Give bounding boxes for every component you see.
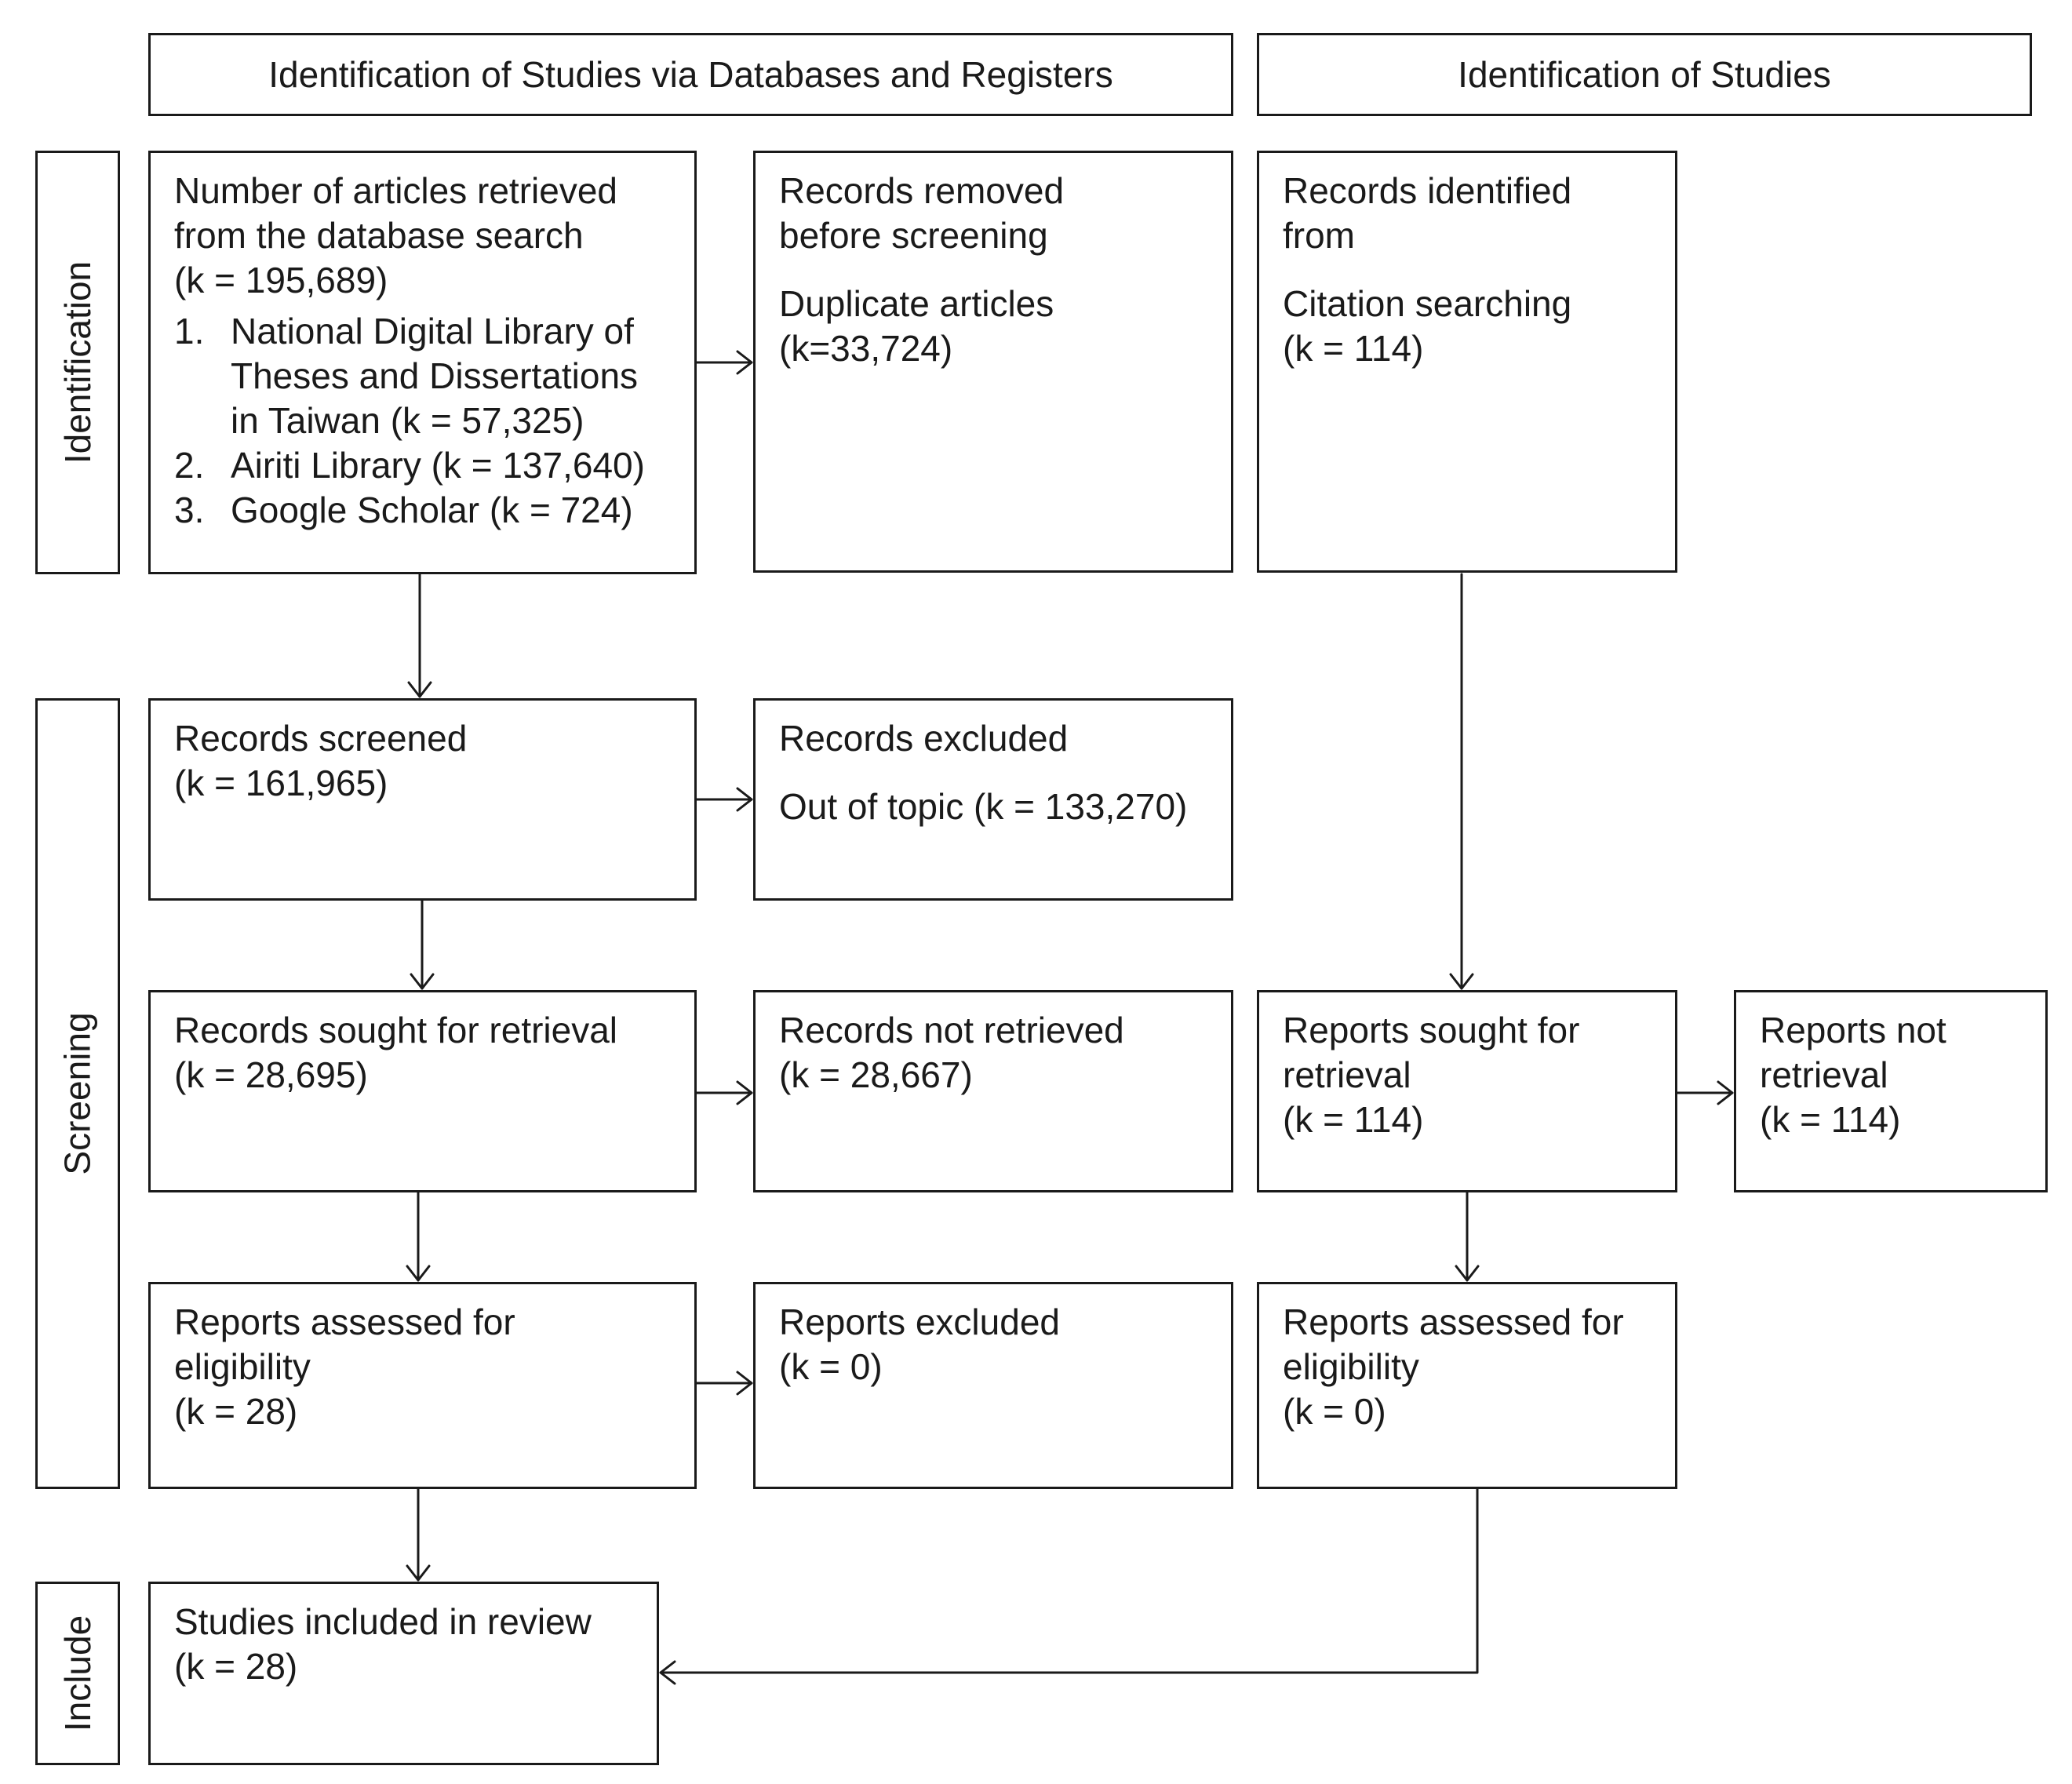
phase-screening-label: Screening xyxy=(57,1012,99,1175)
text-line: Reports sought for xyxy=(1283,1010,1580,1050)
arrow-assessed-other-to-included xyxy=(659,1487,1479,1685)
arrow-screened-to-sought xyxy=(410,899,435,990)
text-line: Records sought for retrieval xyxy=(174,1010,618,1050)
arrow-identified-to-reports-sought xyxy=(1449,573,1474,990)
text-line: Number of articles retrieved xyxy=(174,170,617,211)
arrow-reports-sought-to-not xyxy=(1676,1080,1734,1105)
text-line: (k = 114) xyxy=(1283,1099,1424,1140)
node-records-excluded: Records excluded Out of topic (k = 133,2… xyxy=(753,698,1233,901)
arrow-reports-sought-to-assessed xyxy=(1455,1191,1480,1282)
text-line: (k = 28,667) xyxy=(779,1054,973,1095)
text-line: National Digital Library of xyxy=(231,311,634,351)
text-line: (k = 0) xyxy=(1283,1391,1386,1432)
database-list: 1. National Digital Library of Theses an… xyxy=(174,309,674,533)
text-line: Reports not xyxy=(1760,1010,1946,1050)
phase-identification-label: Identification xyxy=(57,260,98,464)
list-item: 2. Airiti Library (k = 137,640) xyxy=(174,443,674,488)
text-line: eligibility xyxy=(1283,1346,1419,1387)
text-line: (k = 28) xyxy=(174,1391,298,1432)
node-records-sought: Records sought for retrieval (k = 28,695… xyxy=(148,990,697,1192)
node-reports-not-retrieved: Reports not retrieval (k = 114) xyxy=(1734,990,2048,1192)
text-line: in Taiwan (k = 57,325) xyxy=(231,400,584,441)
text-line: retrieval xyxy=(1283,1054,1411,1095)
node-records-screened: Records screened (k = 161,965) xyxy=(148,698,697,901)
text-line: (k = 28,695) xyxy=(174,1054,368,1095)
text-line: Google Scholar (k = 724) xyxy=(231,490,633,530)
list-item: 1. National Digital Library of Theses an… xyxy=(174,309,674,443)
phase-include-label: Include xyxy=(57,1615,98,1732)
text-line: (k = 114) xyxy=(1283,328,1424,369)
list-number: 2. xyxy=(174,445,205,486)
arrow-retrieved-to-removed xyxy=(695,350,753,375)
text-line: from the database search xyxy=(174,215,584,256)
text-line: (k = 114) xyxy=(1760,1099,1901,1140)
node-records-not-retrieved: Records not retrieved (k = 28,667) xyxy=(753,990,1233,1192)
arrow-assessed-to-reports-excluded xyxy=(695,1371,753,1396)
node-reports-sought: Reports sought for retrieval (k = 114) xyxy=(1257,990,1677,1192)
node-records-identified-other: Records identified from Citation searchi… xyxy=(1257,151,1677,573)
text-line: Reports assessed for xyxy=(1283,1302,1624,1342)
text-line: (k = 161,965) xyxy=(174,763,388,803)
list-item: 3. Google Scholar (k = 724) xyxy=(174,488,674,533)
text-line: from xyxy=(1283,215,1355,256)
text-line: Reports excluded xyxy=(779,1302,1060,1342)
text-line: Records identified xyxy=(1283,170,1572,211)
text-line: Records removed xyxy=(779,170,1065,211)
node-reports-excluded: Reports excluded (k = 0) xyxy=(753,1282,1233,1489)
list-number: 3. xyxy=(174,490,205,530)
text-line: Records not retrieved xyxy=(779,1010,1124,1050)
text-line: Theses and Dissertations xyxy=(231,355,639,396)
arrow-retrieved-to-screened xyxy=(407,573,432,698)
text-line: (k = 195,689) xyxy=(174,260,388,300)
header-databases: Identification of Studies via Databases … xyxy=(148,33,1233,116)
text-line: Citation searching xyxy=(1283,283,1572,324)
header-other-methods: Identification of Studies xyxy=(1257,33,2032,116)
node-studies-included: Studies included in review (k = 28) xyxy=(148,1582,659,1765)
text-line: Reports assessed for xyxy=(174,1302,515,1342)
node-reports-assessed: Reports assessed for eligibility (k = 28… xyxy=(148,1282,697,1489)
arrow-assessed-to-included xyxy=(406,1487,431,1582)
text-line: Duplicate articles xyxy=(779,283,1054,324)
text-line: Studies included in review xyxy=(174,1601,592,1642)
header-other-text: Identification of Studies xyxy=(1458,54,1831,95)
text-line: Records excluded xyxy=(779,718,1069,759)
phase-include: Include xyxy=(35,1582,120,1765)
node-articles-retrieved: Number of articles retrieved from the da… xyxy=(148,151,697,574)
text-line: (k=33,724) xyxy=(779,328,953,369)
text-line: eligibility xyxy=(174,1346,311,1387)
phase-screening: Screening xyxy=(35,698,120,1489)
text-line: (k = 0) xyxy=(779,1346,883,1387)
arrow-sought-to-assessed xyxy=(406,1191,431,1282)
node-records-removed: Records removed before screening Duplica… xyxy=(753,151,1233,573)
text-line: retrieval xyxy=(1760,1054,1888,1095)
text-line: (k = 28) xyxy=(174,1646,298,1687)
arrow-screened-to-excluded xyxy=(695,787,753,812)
phase-identification: Identification xyxy=(35,151,120,574)
text-line: Airiti Library (k = 137,640) xyxy=(231,445,645,486)
node-reports-assessed-other: Reports assessed for eligibility (k = 0) xyxy=(1257,1282,1677,1489)
header-databases-text: Identification of Studies via Databases … xyxy=(268,54,1113,95)
text-line: Out of topic (k = 133,270) xyxy=(779,786,1188,827)
text-line: before screening xyxy=(779,215,1048,256)
list-number: 1. xyxy=(174,311,205,351)
arrow-sought-to-not-retrieved xyxy=(695,1080,753,1105)
text-line: Records screened xyxy=(174,718,468,759)
